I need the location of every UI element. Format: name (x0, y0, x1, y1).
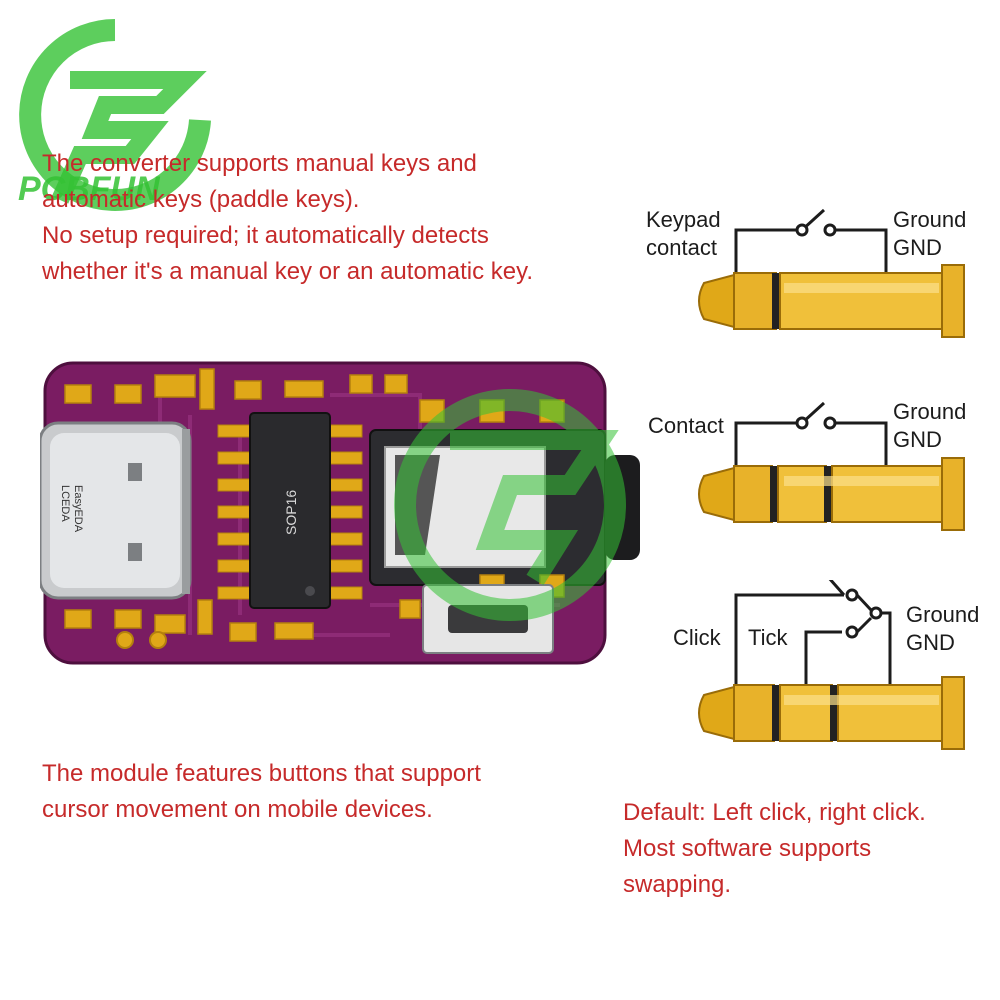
plug-2-left-label: Contact (648, 412, 724, 440)
plug-diagram-3 (698, 580, 965, 750)
label-line: Ground (893, 399, 967, 424)
pcb-board: LCEDA EasyEDA SOP16 (40, 361, 640, 665)
watermark-text: PCBFUN (18, 170, 161, 208)
plug-2-right-label: Ground GND (893, 398, 966, 454)
intro-line: No setup required; it automatically dete… (42, 222, 489, 249)
label-line: GND (906, 630, 955, 655)
default-note-line: Default: Left click, right click. (623, 799, 926, 826)
default-note: Default: Left click, right click. Most s… (623, 795, 926, 903)
label-line: Ground (893, 207, 967, 232)
label-line: GND (893, 235, 942, 260)
plug-1-icon (698, 264, 965, 338)
module-note-line: The module features buttons that support (42, 760, 481, 787)
intro-line: The converter supports manual keys and (42, 150, 477, 177)
plug-1-left-label: Keypad contact (646, 206, 721, 262)
label-line: Ground (906, 602, 980, 627)
sop16-chip: SOP16 (249, 412, 331, 609)
label-line: Keypad (646, 207, 721, 232)
module-note: The module features buttons that support… (42, 756, 481, 828)
module-note-line: cursor movement on mobile devices. (42, 796, 433, 823)
plug-diagram-1 (698, 208, 965, 338)
chip-label: SOP16 (283, 490, 299, 535)
intro-paragraph: The converter supports manual keys and a… (42, 146, 533, 290)
plug-3-tick-label: Tick (748, 625, 788, 650)
plug-3-icon (698, 676, 965, 750)
default-note-line: Most software supports (623, 835, 872, 862)
intro-line: automatic keys (paddle keys). (42, 186, 360, 213)
board-watermark-icon (394, 389, 626, 621)
label-line: contact (646, 235, 717, 260)
pcbfun-logo-icon: PCBFUN (18, 19, 211, 211)
plug-3-right-label: Ground GND (906, 601, 979, 657)
plug-3-click-label: Click (673, 625, 721, 650)
board-brand: LCEDA EasyEDA (59, 485, 84, 533)
usb-c-connector (40, 421, 192, 600)
plug-2-icon (698, 457, 965, 531)
plug-diagram-2 (698, 401, 965, 531)
brand-line1: LCEDA (59, 485, 71, 522)
brand-line2: EasyEDA (72, 485, 84, 533)
plug-1-right-label: Ground GND (893, 206, 966, 262)
label-line: Contact (648, 413, 724, 438)
intro-line: whether it's a manual key or an automati… (42, 258, 534, 285)
default-note-line: swapping. (623, 871, 732, 898)
label-line: GND (893, 427, 942, 452)
